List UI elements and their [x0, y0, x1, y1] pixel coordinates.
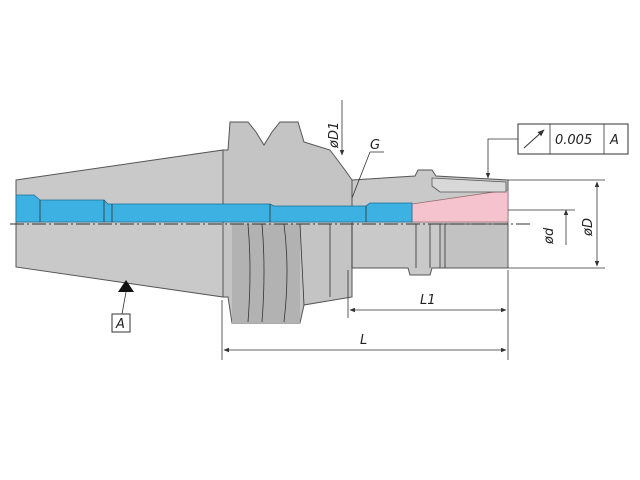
label-l: L — [360, 333, 367, 348]
label-large-d: øD — [581, 218, 596, 237]
thread-leader: G — [351, 138, 384, 199]
label-g: G — [370, 138, 380, 153]
flange-shading — [232, 224, 300, 323]
dimension-l: L — [221, 300, 507, 360]
label-d1: øD1 — [327, 122, 342, 149]
label-l1: L1 — [420, 293, 436, 308]
label-small-d: ød — [542, 227, 557, 245]
circular-runout-icon — [523, 129, 545, 149]
coolant-bore — [15, 194, 413, 223]
runout-tolerance-frame: 0.005 A — [485, 123, 629, 179]
dimension-l1: L1 — [347, 270, 509, 360]
collet-head — [431, 177, 507, 193]
datum-a-label: A — [115, 317, 125, 332]
datum-a: A — [111, 280, 134, 333]
collet-nut — [439, 223, 509, 269]
tolerance-value: 0.005 — [555, 133, 592, 148]
dimension-large-d: øD — [508, 179, 605, 269]
dimension-d1: øD1 — [327, 100, 345, 156]
tolerance-datum: A — [609, 133, 619, 148]
dimension-small-d: ød — [508, 209, 575, 245]
